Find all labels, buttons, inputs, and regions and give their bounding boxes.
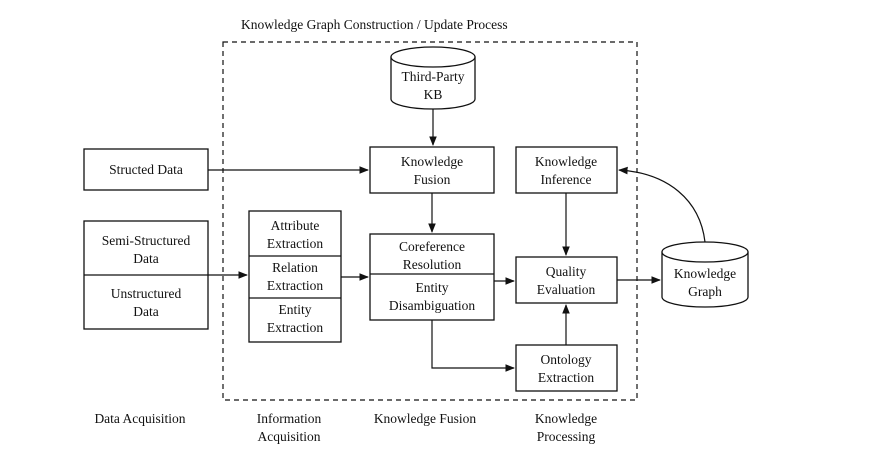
quality-evaluation-label-1: Quality: [546, 264, 587, 279]
relation-extraction-label-1: Relation: [272, 260, 318, 275]
third-party-kb-label-2: KB: [424, 87, 443, 102]
knowledge-fusion-label-1: Knowledge: [401, 154, 463, 169]
unstructured-label-2: Data: [133, 304, 158, 319]
knowledge-inference-label-2: Inference: [541, 172, 592, 187]
knowledge-graph-label-1: Knowledge: [674, 266, 736, 281]
coreference-label-2: Resolution: [403, 257, 462, 272]
relation-extraction-label-2: Extraction: [267, 278, 323, 293]
process-region: [222, 41, 638, 401]
attribute-extraction-label-2: Extraction: [267, 236, 323, 251]
semi-structured-label-2: Data: [133, 251, 158, 266]
stage-knowledge-fusion: Knowledge Fusion: [374, 411, 477, 426]
unstructured-label-1: Unstructured: [111, 286, 182, 301]
stage-information-acquisition-2: Acquisition: [258, 429, 321, 444]
stage-data-acquisition: Data Acquisition: [94, 411, 185, 426]
knowledge-inference-label-1: Knowledge: [535, 154, 597, 169]
semi-structured-label-1: Semi-Structured: [102, 233, 191, 248]
knowledge-fusion-label-2: Fusion: [414, 172, 451, 187]
arrow-disambiguation-to-ontology: [431, 320, 515, 372]
entity-extraction-label-2: Extraction: [267, 320, 323, 335]
ontology-extraction-box: Ontology Extraction: [515, 344, 618, 392]
knowledge-graph-cylinder: Knowledge Graph: [661, 241, 749, 308]
disambiguation-label-2: Disambiguation: [389, 298, 475, 313]
entity-extraction-label-1: Entity: [279, 302, 312, 317]
disambiguation-label-1: Entity: [416, 280, 449, 295]
knowledge-fusion-box: Knowledge Fusion: [369, 146, 495, 194]
coreference-label-1: Coreference: [399, 239, 465, 254]
stage-knowledge-processing-2: Processing: [537, 429, 596, 444]
stage-information-acquisition-1: Information: [257, 411, 322, 426]
knowledge-graph-label-2: Graph: [688, 284, 722, 299]
quality-evaluation-box: Quality Evaluation: [515, 256, 618, 304]
third-party-kb-cylinder: Third-Party KB: [390, 46, 476, 110]
attribute-extraction-label-1: Attribute: [271, 218, 320, 233]
knowledge-inference-box: Knowledge Inference: [515, 146, 618, 194]
structured-data-box: Structed Data: [83, 148, 209, 191]
third-party-kb-label-1: Third-Party: [402, 69, 465, 84]
quality-evaluation-label-2: Evaluation: [537, 282, 596, 297]
semi-unstructured-box: Semi-Structured Data Unstructured Data: [83, 220, 209, 330]
arrow-graph-to-inference: [618, 166, 706, 243]
information-extraction-stack: Attribute Extraction Relation Extraction…: [248, 210, 342, 343]
ontology-extraction-label-1: Ontology: [540, 352, 591, 367]
structured-data-label: Structed Data: [109, 162, 183, 177]
ontology-extraction-label-2: Extraction: [538, 370, 594, 385]
coreference-disambiguation-box: Coreference Resolution Entity Disambigua…: [369, 233, 495, 321]
diagram-title: Knowledge Graph Construction / Update Pr…: [241, 17, 508, 32]
stage-knowledge-processing-1: Knowledge: [535, 411, 597, 426]
